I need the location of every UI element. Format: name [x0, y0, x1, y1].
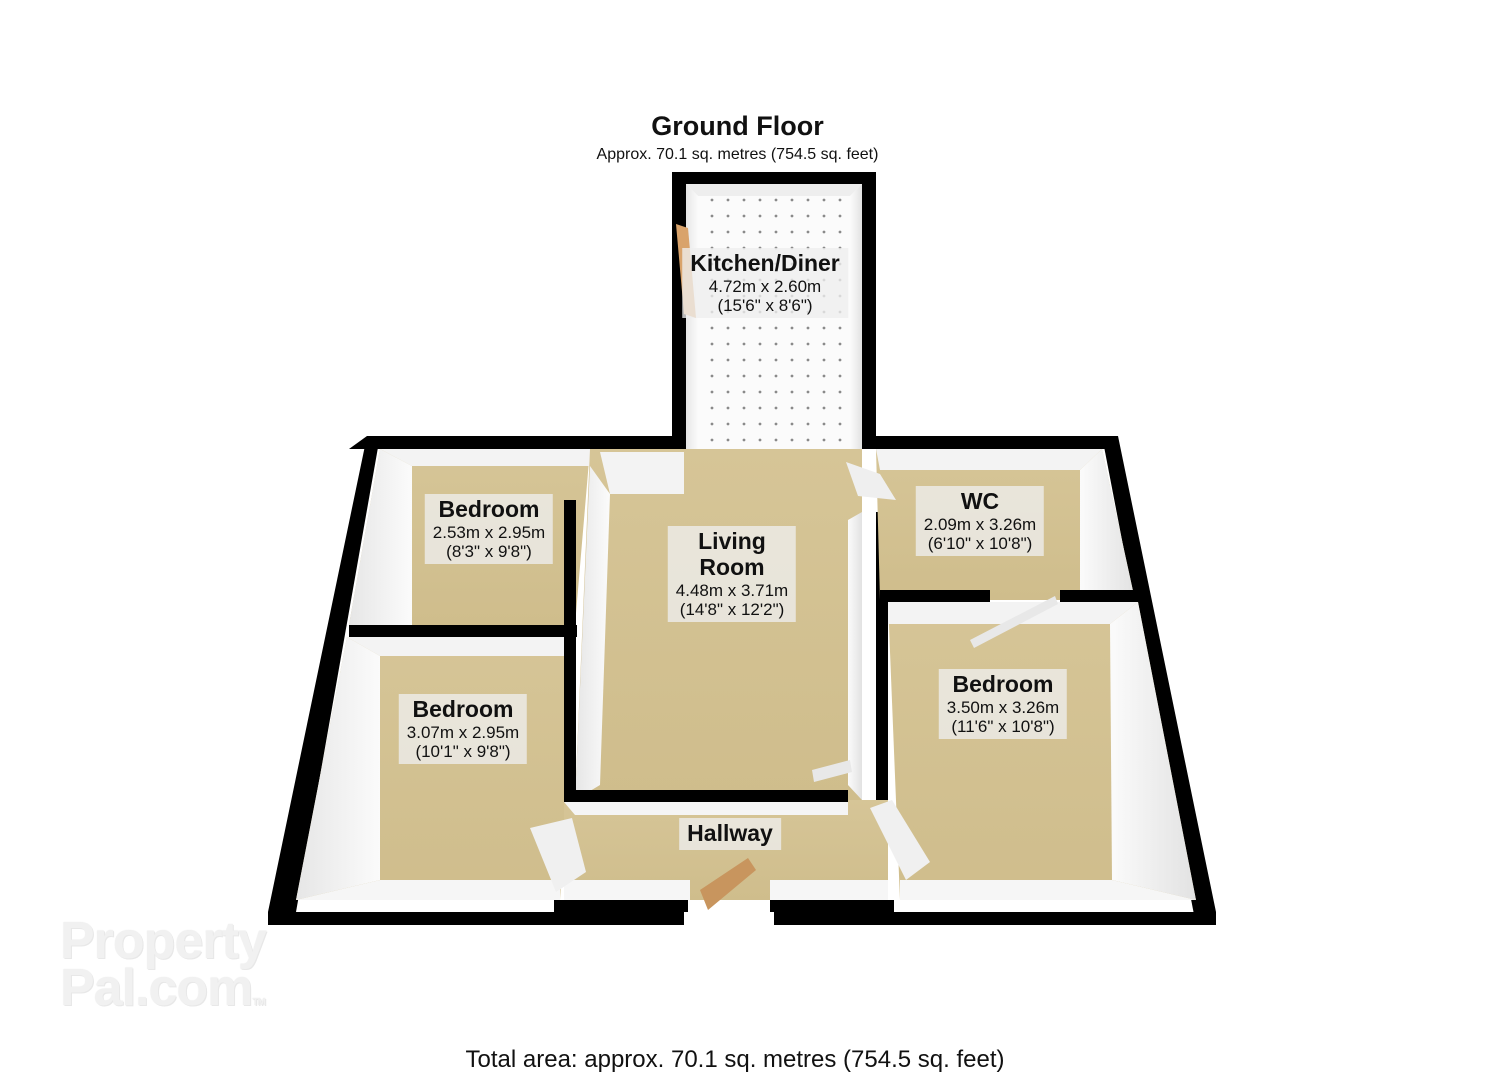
hallway-room: [530, 790, 930, 912]
watermark-tm: TM: [252, 996, 265, 1008]
living-room-label: Living Room 4.48m x 3.71m (14'8" x 12'2"…: [667, 526, 797, 622]
room-imperial: (14'8" x 12'2"): [679, 599, 785, 619]
room-name-line1: Living: [698, 528, 766, 554]
wc-label: WC 2.09m x 3.26m (6'10" x 10'8"): [915, 486, 1045, 556]
room-metric: 3.50m x 3.26m: [946, 697, 1060, 717]
room-imperial: (11'6" x 10'8"): [951, 716, 1055, 736]
watermark-line2: Pal.comTM: [60, 962, 266, 1014]
bedroom-right-label: Bedroom 3.50m x 3.26m (11'6" x 10'8"): [938, 669, 1068, 739]
hallway-label: Hallway: [679, 818, 781, 850]
room-name: Bedroom: [438, 496, 540, 522]
bedroom-bottom-left-label: Bedroom 3.07m x 2.95m (10'1" x 9'8"): [398, 694, 528, 764]
room-name-line2: Room: [699, 553, 765, 580]
room-metric: 2.53m x 2.95m: [432, 522, 546, 542]
room-name: WC: [960, 488, 1000, 514]
room-name: Bedroom: [412, 696, 514, 722]
room-metric: 2.09m x 3.26m: [923, 514, 1037, 534]
room-metric: 3.07m x 2.95m: [406, 722, 520, 742]
room-metric: 4.48m x 3.71m: [675, 580, 789, 600]
bedroom-top-left-label: Bedroom 2.53m x 2.95m (8'3" x 9'8"): [424, 494, 554, 564]
room-name: Kitchen/Diner: [690, 250, 840, 276]
outer-walls: [268, 172, 1216, 925]
watermark-line1: Property: [60, 912, 267, 970]
kitchen-diner-room: [676, 184, 862, 494]
watermark-line2-text: Pal.com: [60, 958, 253, 1017]
room-name: Hallway: [687, 820, 773, 846]
floor-area: Approx. 70.1 sq. metres (754.5 sq. feet): [596, 146, 879, 163]
living-room: [564, 449, 888, 800]
room-imperial: (10'1" x 9'8"): [415, 741, 511, 761]
room-metric: 4.72m x 2.60m: [708, 276, 822, 296]
room-name: Bedroom: [952, 671, 1054, 697]
floor-title: Ground Floor: [651, 111, 824, 141]
propertypal-watermark-logo: Property Pal.comTM: [60, 912, 267, 1014]
bedroom-bottom-left-room: [296, 637, 575, 900]
room-imperial: (15'6" x 8'6"): [717, 295, 813, 315]
kitchen-diner-label: Kitchen/Diner 4.72m x 2.60m (15'6" x 8'6…: [682, 248, 848, 318]
room-imperial: (6'10" x 10'8"): [927, 533, 1033, 553]
total-area: Total area: approx. 70.1 sq. metres (754…: [465, 1046, 1005, 1073]
room-imperial: (8'3" x 9'8"): [446, 541, 532, 561]
